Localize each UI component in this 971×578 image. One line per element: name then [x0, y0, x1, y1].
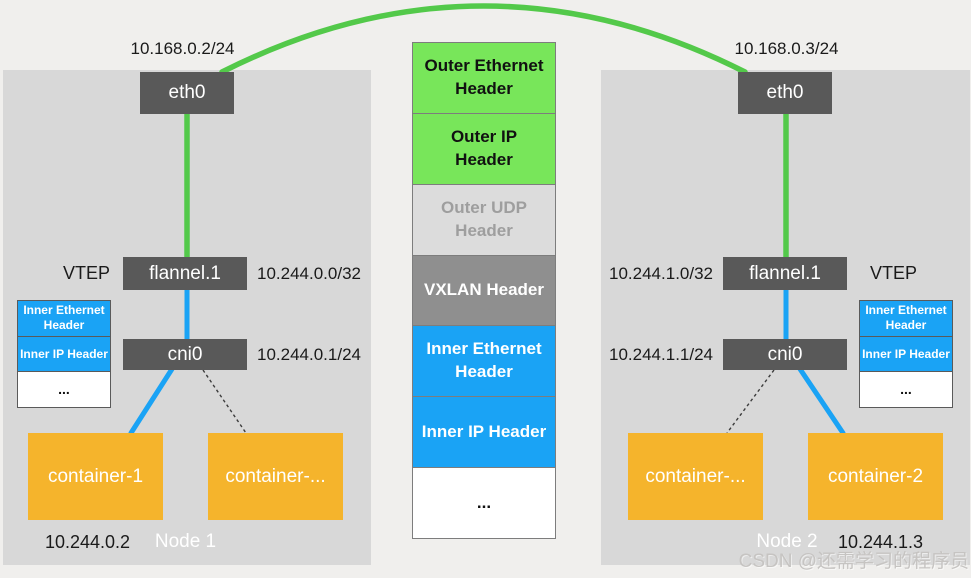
node2-flannel-box: flannel.1 [723, 257, 847, 290]
node2-cni0-box: cni0 [723, 339, 847, 370]
packet-stack: Outer Ethernet Header Outer IP Header Ou… [412, 42, 556, 539]
packet-segment-outer-ethernet: Outer Ethernet Header [413, 43, 555, 114]
node2-inner-rest-row: ... [860, 372, 952, 408]
node1-container-n-box: container-... [208, 433, 343, 520]
node1-inner-packet-mini: Inner Ethernet Header Inner IP Header ..… [17, 300, 111, 408]
node2-inner-ethernet-row: Inner Ethernet Header [860, 301, 952, 337]
packet-segment-outer-udp: Outer UDP Header [413, 184, 555, 256]
node1-flannel-ip-label: 10.244.0.0/32 [257, 263, 361, 283]
node1-container-1-box: container-1 [28, 433, 163, 520]
node2-eth0-box: eth0 [738, 72, 832, 114]
csdn-watermark: CSDN @还需学习的程序员 [738, 550, 969, 572]
node2-container-n-box: container-... [628, 433, 763, 520]
node2-container-2-box: container-2 [808, 433, 943, 520]
node1-flannel-box: flannel.1 [123, 257, 247, 290]
node1-inner-ip-row: Inner IP Header [18, 336, 110, 373]
node1-label: Node 1 [154, 531, 217, 552]
packet-segment-inner-ip: Inner IP Header [413, 397, 555, 469]
node1-inner-rest-row: ... [18, 372, 110, 408]
node1-container-ip-label: 10.244.0.2 [44, 531, 131, 552]
node2-flannel-ip-label: 10.244.1.0/32 [609, 263, 713, 283]
packet-segment-vxlan: VXLAN Header [413, 255, 555, 327]
node2-inner-ip-row: Inner IP Header [860, 336, 952, 373]
node2-vtep-label: VTEP [870, 263, 918, 283]
node2-cni-ip-label: 10.244.1.1/24 [609, 344, 713, 364]
packet-segment-rest: ... [413, 468, 555, 539]
node1-inner-ethernet-row: Inner Ethernet Header [18, 301, 110, 337]
node1-cni0-box: cni0 [123, 339, 247, 370]
node2-container-ip-label: 10.244.1.3 [837, 531, 924, 552]
node1-eth0-box: eth0 [140, 72, 234, 114]
node2-uplink-ip-label: 10.168.0.3/24 [734, 39, 839, 58]
node2-inner-packet-mini: Inner Ethernet Header Inner IP Header ..… [859, 300, 953, 408]
node1-vtep-label: VTEP [62, 263, 110, 283]
node1-uplink-ip-label: 10.168.0.2/24 [130, 39, 235, 58]
node1-cni-ip-label: 10.244.0.1/24 [257, 344, 361, 364]
packet-segment-inner-ethernet: Inner Ethernet Header [413, 326, 555, 398]
node2-label: Node 2 [756, 531, 818, 552]
packet-segment-outer-ip: Outer IP Header [413, 113, 555, 185]
